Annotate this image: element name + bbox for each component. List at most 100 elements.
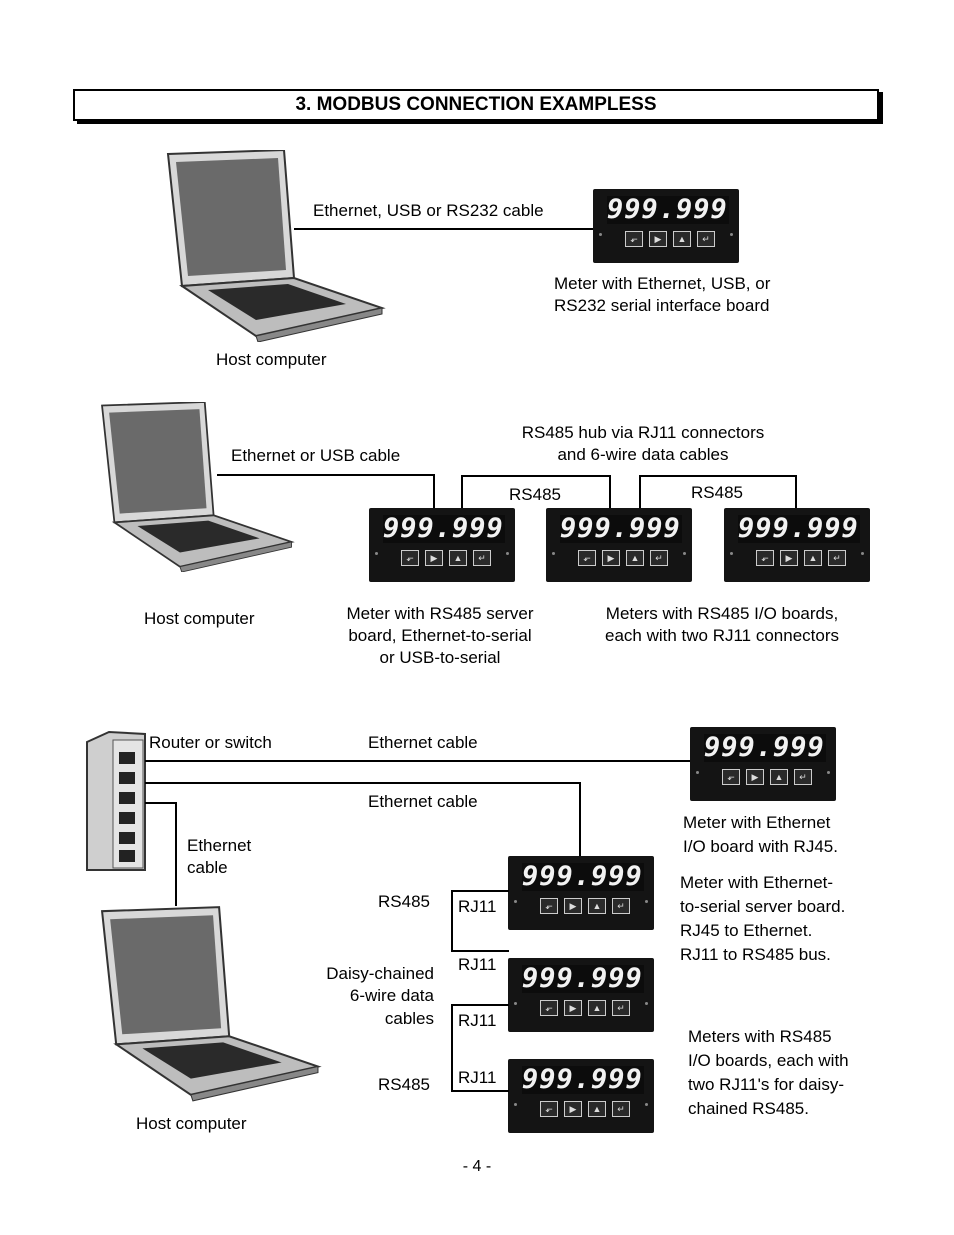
meters-rs485-io-label-d: chained RS485. (688, 1099, 809, 1118)
meter-server-label-c: RJ45 to Ethernet. (680, 921, 813, 940)
play-icon: ▶ (649, 231, 667, 247)
cable-label-1: Ethernet, USB or RS232 cable (313, 201, 544, 220)
play-icon: ▶ (602, 550, 620, 566)
rs485-label-b: RS485 (691, 483, 743, 502)
enter-back-icon: ⬐ (722, 769, 740, 785)
return-icon: ↵ (473, 550, 491, 566)
meter-rs485-label-c: or USB-to-serial (379, 648, 501, 667)
rs485-link-2-right (795, 475, 797, 510)
rs485-chain-bottom-2 (451, 1090, 509, 1092)
up-arrow-icon: ▲ (449, 550, 467, 566)
play-icon: ▶ (564, 898, 582, 914)
hub-label-b: and 6-wire data cables (557, 445, 729, 464)
meter-readout: 999.999 (383, 513, 505, 544)
meter-readout: 999.999 (738, 513, 860, 544)
rs485-chain-bottom-1 (451, 950, 509, 952)
meter-server-label-b: to-serial server board. (680, 897, 846, 916)
section-title: 3. MODBUS CONNECTION EXAMPLESS (295, 94, 657, 115)
meters-rs485-io-label-c: two RJ11's for daisy- (688, 1075, 844, 1094)
play-icon: ▶ (425, 550, 443, 566)
enter-back-icon: ⬐ (540, 1101, 558, 1117)
router-label: Router or switch (149, 733, 272, 752)
return-icon: ↵ (794, 769, 812, 785)
rj11-label-2: RJ11 (458, 955, 497, 974)
up-arrow-icon: ▲ (588, 898, 606, 914)
ethernet-cable-label-1: Ethernet cable (368, 733, 478, 752)
meter-readout: 999.999 (704, 732, 826, 763)
rs485-chain-left-2 (451, 1004, 453, 1092)
rs485-label-bottom: RS485 (378, 1075, 430, 1094)
meters-rs485-io-label-b: I/O boards, each with (688, 1051, 849, 1070)
meter-readout: 999.999 (522, 963, 644, 994)
meter-display-unit: 999.999 ⬐ ▶ ▲ ↵ (369, 508, 515, 582)
ethernet-line-2 (145, 782, 581, 784)
enter-back-icon: ⬐ (540, 898, 558, 914)
host-computer-label-1: Host computer (216, 350, 327, 369)
return-icon: ↵ (612, 1000, 630, 1016)
enter-back-icon: ⬐ (540, 1000, 558, 1016)
meters-rs485-label-b: each with two RJ11 connectors (604, 626, 840, 645)
cable-line-2 (217, 474, 435, 476)
rs485-chain-top-1 (451, 890, 509, 892)
rs485-link-1-right (609, 475, 611, 510)
router-icon (86, 730, 146, 871)
meters-rs485-label-a: Meters with RS485 I/O boards, (605, 604, 839, 623)
ethernet-line-1 (145, 760, 693, 762)
meter-display-unit: 999.999 ⬐▶▲↵ (508, 856, 654, 930)
play-icon: ▶ (746, 769, 764, 785)
laptop-icon (166, 150, 386, 342)
meter-readout: 999.999 (522, 1064, 644, 1095)
cable-line-1 (294, 228, 594, 230)
rs485-chain-top-2 (451, 1004, 509, 1006)
meter-label-1b: RS232 serial interface board (554, 296, 770, 315)
ethernet-cable-label-2: Ethernet cable (368, 792, 478, 811)
hub-label-a: RS485 hub via RJ11 connectors (521, 423, 765, 442)
rs485-link-1-left (461, 475, 463, 510)
rs485-chain-left-1 (451, 890, 453, 952)
daisy-label-c: cables (384, 1009, 434, 1028)
ethernet-line-3 (145, 802, 177, 804)
rj11-label-4: RJ11 (458, 1068, 497, 1087)
up-arrow-icon: ▲ (588, 1000, 606, 1016)
up-arrow-icon: ▲ (673, 231, 691, 247)
rs485-label-top: RS485 (378, 892, 430, 911)
play-icon: ▶ (564, 1000, 582, 1016)
up-arrow-icon: ▲ (626, 550, 644, 566)
ethernet-cable-label-3b: cable (187, 858, 228, 877)
meter-display-unit: 999.999 ⬐▶▲↵ (724, 508, 870, 582)
return-icon: ↵ (697, 231, 715, 247)
section-title-box: 3. MODBUS CONNECTION EXAMPLESS (73, 89, 879, 121)
rs485-link-2-top (639, 475, 797, 477)
return-icon: ↵ (828, 550, 846, 566)
cable-label-2: Ethernet or USB cable (231, 446, 401, 465)
rj11-label-1: RJ11 (458, 897, 497, 916)
daisy-label-b: 6-wire data (349, 986, 434, 1005)
meter-label-1a: Meter with Ethernet, USB, or (554, 274, 771, 293)
meter-ethernet-label-b: I/O board with RJ45. (683, 837, 838, 856)
laptop-icon (101, 402, 295, 572)
rs485-link-1-top (461, 475, 611, 477)
rj11-label-3: RJ11 (458, 1011, 497, 1030)
meter-readout: 999.999 (560, 513, 682, 544)
meter-display-unit: 999.999 ⬐▶▲↵ (508, 1059, 654, 1133)
return-icon: ↵ (612, 1101, 630, 1117)
host-computer-label-3: Host computer (136, 1114, 247, 1133)
enter-back-icon: ⬐ (756, 550, 774, 566)
enter-back-icon: ⬐ (625, 231, 643, 247)
page-number: - 4 - (462, 1158, 492, 1175)
up-arrow-icon: ▲ (588, 1101, 606, 1117)
meter-display-unit: 999.999 ⬐ ▶ ▲ ↵ (690, 727, 836, 801)
play-icon: ▶ (780, 550, 798, 566)
ethernet-line-2-drop (579, 782, 581, 858)
meter-readout: 999.999 (607, 194, 729, 225)
meter-rs485-label-b: board, Ethernet-to-serial (348, 626, 532, 645)
ethernet-cable-label-3a: Ethernet (187, 836, 252, 855)
rs485-label-a: RS485 (509, 485, 561, 504)
enter-back-icon: ⬐ (401, 550, 419, 566)
meter-display-unit: 999.999 ⬐ ▶ ▲ ↵ (508, 958, 654, 1032)
meter-display-unit: 999.999 ⬐ ▶ ▲ ↵ (593, 189, 739, 263)
return-icon: ↵ (612, 898, 630, 914)
up-arrow-icon: ▲ (770, 769, 788, 785)
meter-display-unit: 999.999 ⬐▶▲↵ (546, 508, 692, 582)
